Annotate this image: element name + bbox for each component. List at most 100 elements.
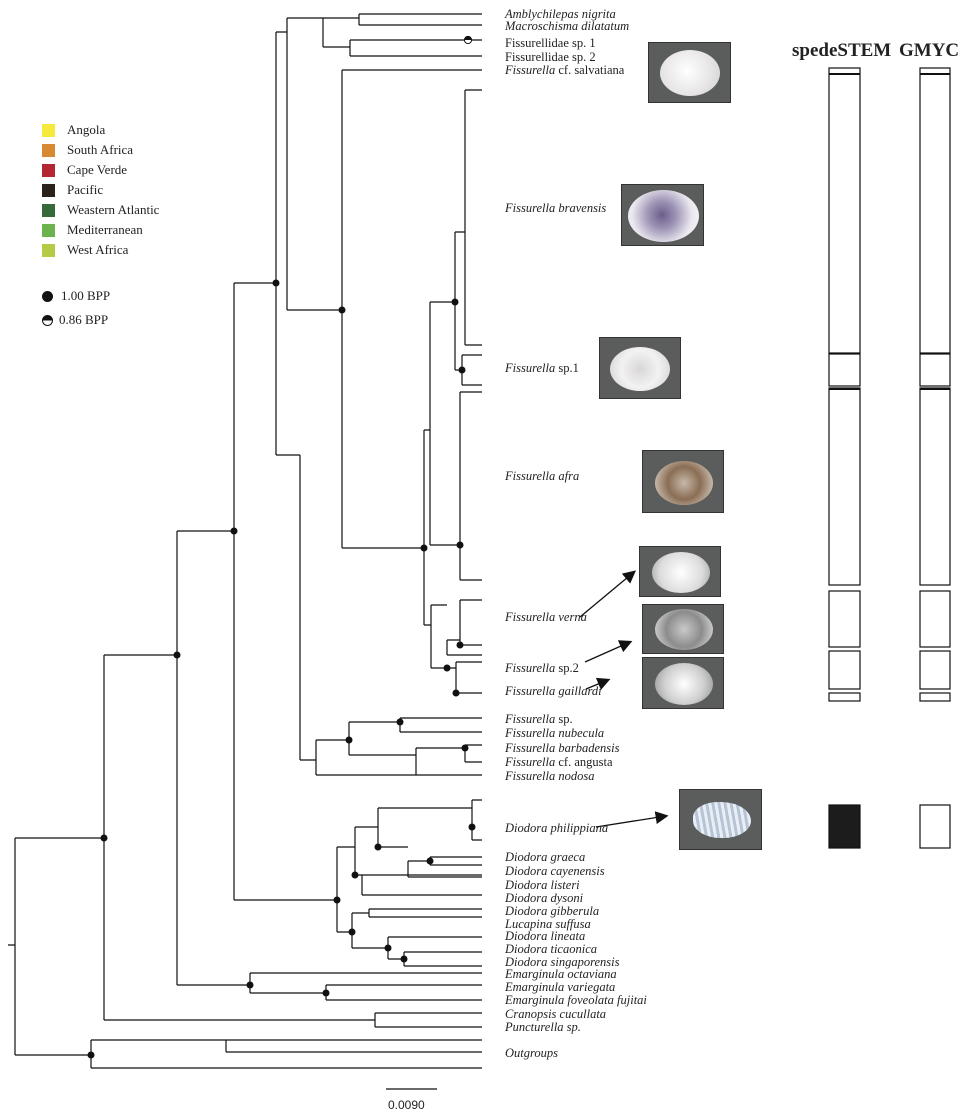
taxon-label: Fissurella bravensis <box>505 201 607 215</box>
support-node-dot <box>351 871 359 879</box>
support-node-dot <box>345 736 353 744</box>
support-node-dot <box>458 366 466 374</box>
taxon-label: Diodora philippiana <box>505 821 609 835</box>
legend-item: Weastern Atlantic <box>42 200 159 220</box>
legend-label: Cape Verde <box>67 162 128 177</box>
taxon-label: Amblychilepas nigrita <box>505 7 616 21</box>
taxon-label: Fissurella afra <box>505 469 580 483</box>
support-node-dot <box>400 955 408 963</box>
shell-image <box>610 347 670 391</box>
bpp-full-label: 1.00 BPP <box>61 288 111 303</box>
legend-item: Pacific <box>42 180 159 200</box>
support-node-dot <box>420 544 428 552</box>
shell-photo-afra <box>642 450 724 513</box>
support-node-dot <box>230 527 238 535</box>
taxon-label: Diodora cayenensis <box>505 864 605 878</box>
support-node-dot <box>443 664 451 672</box>
shell-photo-gaillardi <box>642 657 724 709</box>
support-node-dot <box>87 1051 95 1059</box>
taxon-label: Fissurella sp. <box>505 712 573 726</box>
support-node-dot <box>333 896 341 904</box>
legend-item: Cape Verde <box>42 160 159 180</box>
shell-photo-bravensis <box>621 184 704 246</box>
legend-swatch <box>42 183 55 197</box>
support-dots <box>87 279 476 1059</box>
shell-image <box>652 552 710 593</box>
taxon-label: Fissurellidae sp. 1 <box>505 36 596 50</box>
legend-item: South Africa <box>42 140 159 160</box>
taxon-label: Fissurellidae sp. 2 <box>505 50 596 64</box>
legend-item: Mediterranean <box>42 220 159 240</box>
support-node-dot <box>396 718 404 726</box>
taxon-label: Emarginula foveolata fujitai <box>505 993 647 1007</box>
taxon-label: Cranopsis cucullata <box>505 1007 607 1021</box>
spedestem-column <box>828 67 861 849</box>
support-node-dot <box>452 689 460 697</box>
taxon-label: Diodora graeca <box>505 850 586 864</box>
legend-label: Weastern Atlantic <box>67 202 160 217</box>
bpp-full-item: 1.00 BPP <box>42 284 110 308</box>
spedestem-header: spedeSTEM <box>792 40 892 61</box>
legend-swatch <box>42 143 55 157</box>
bpp-legend: 1.00 BPP 0.86 BPP <box>42 284 110 332</box>
legend-label: Angola <box>67 122 106 137</box>
shell-image <box>655 609 713 650</box>
taxon-label: Fissurella verna <box>505 610 587 624</box>
taxon-label: Emarginula variegata <box>505 980 616 994</box>
gmyc-header: GMYC <box>899 40 960 61</box>
gmyc-column <box>919 67 951 849</box>
taxon-label: Diodora dysoni <box>505 891 584 905</box>
taxon-label: Lucapina suffusa <box>505 917 591 931</box>
support-node-dot <box>272 279 280 287</box>
taxon-label: Emarginula octaviana <box>505 967 617 981</box>
shell-image <box>655 461 713 505</box>
region-legend: Angola South Africa Cape Verde Pacific W… <box>42 120 159 260</box>
support-node-dot <box>384 944 392 952</box>
shell-photo-philippiana <box>679 789 762 850</box>
spedestem-ticks <box>829 73 860 390</box>
support-node-dot <box>173 651 181 659</box>
legend-label: West Africa <box>67 242 129 257</box>
shell-photo-sp1 <box>599 337 681 399</box>
legend-swatch <box>42 163 55 177</box>
support-node-dot <box>322 989 330 997</box>
bpp-half-item: 0.86 BPP <box>42 308 110 332</box>
support-node-dot <box>246 981 254 989</box>
taxon-label: Diodora ticaonica <box>505 942 598 956</box>
shell-photo-salvatiana <box>648 42 731 103</box>
half-support-dot <box>463 35 473 45</box>
shell-image <box>693 802 751 838</box>
taxon-label: Diodora gibberula <box>505 904 600 918</box>
legend-item: Angola <box>42 120 159 140</box>
taxon-label: Outgroups <box>505 1046 559 1060</box>
scale-bar-label: 0.0090 <box>388 1098 425 1112</box>
gmyc-ticks <box>920 73 950 390</box>
full-dot-icon <box>42 290 53 302</box>
shell-image <box>628 190 699 242</box>
support-node-dot <box>461 744 469 752</box>
legend-swatch <box>42 223 55 237</box>
legend-label: Pacific <box>67 182 104 197</box>
support-node-dot <box>374 843 382 851</box>
support-node-dot <box>451 298 459 306</box>
taxon-label: Fissurella nubecula <box>505 726 605 740</box>
support-node-dot <box>100 834 108 842</box>
photo-arrows <box>579 570 669 828</box>
legend-swatch <box>42 123 55 137</box>
support-node-dot <box>456 541 464 549</box>
taxon-label: Fissurella cf. salvatiana <box>505 63 625 77</box>
half-dot-icon <box>42 314 53 326</box>
support-node-dot <box>348 928 356 936</box>
support-node-dot <box>338 306 346 314</box>
taxon-label: Diodora lineata <box>505 929 586 943</box>
shell-photo-sp2 <box>642 604 724 654</box>
shell-photo-verna <box>639 546 721 597</box>
shell-image <box>655 663 713 705</box>
taxon-label: Macroschisma dilatatum <box>505 19 630 33</box>
support-node-dot <box>456 641 464 649</box>
taxon-label: Fissurella cf. angusta <box>505 755 613 769</box>
support-node-dot <box>468 823 476 831</box>
legend-label: Mediterranean <box>67 222 143 237</box>
legend-swatch <box>42 243 55 257</box>
